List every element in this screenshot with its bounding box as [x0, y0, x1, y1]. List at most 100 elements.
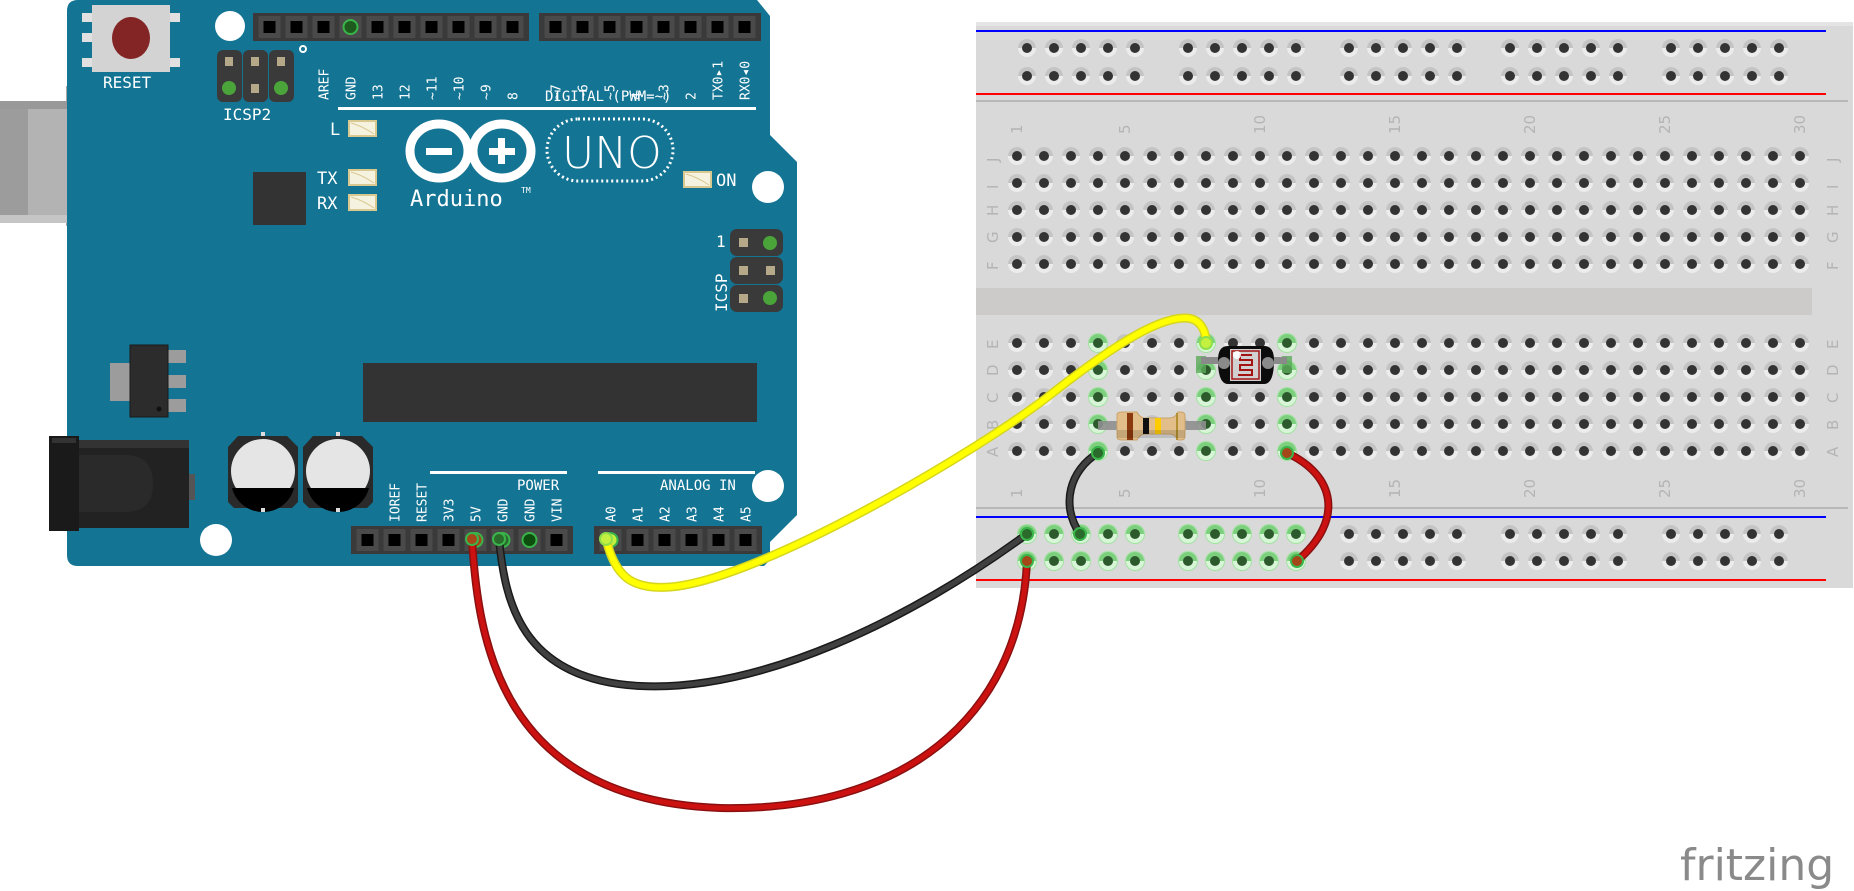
- breadboard-hole[interactable]: [1255, 446, 1265, 456]
- breadboard-hole[interactable]: [1471, 151, 1481, 161]
- breadboard-hole[interactable]: [1498, 232, 1508, 242]
- breadboard-hole[interactable]: [1237, 556, 1247, 566]
- breadboard-hole[interactable]: [1714, 338, 1724, 348]
- breadboard-hole[interactable]: [1559, 71, 1569, 81]
- breadboard-hole[interactable]: [1586, 43, 1596, 53]
- breadboard-hole[interactable]: [1444, 365, 1454, 375]
- breadboard-hole[interactable]: [1371, 556, 1381, 566]
- breadboard-hole[interactable]: [1417, 259, 1427, 269]
- breadboard-hole[interactable]: [1264, 43, 1274, 53]
- breadboard-hole[interactable]: [1120, 205, 1130, 215]
- breadboard-hole[interactable]: [1237, 43, 1247, 53]
- breadboard-hole[interactable]: [1525, 232, 1535, 242]
- breadboard-hole[interactable]: [1425, 529, 1435, 539]
- breadboard-hole[interactable]: [1390, 259, 1400, 269]
- breadboard-hole[interactable]: [1147, 205, 1157, 215]
- breadboard-hole[interactable]: [1066, 232, 1076, 242]
- breadboard-hole[interactable]: [1336, 259, 1346, 269]
- breadboard-hole[interactable]: [1363, 151, 1373, 161]
- breadboard-hole[interactable]: [1768, 178, 1778, 188]
- breadboard-hole[interactable]: [1660, 446, 1670, 456]
- breadboard-hole[interactable]: [1552, 446, 1562, 456]
- breadboard-hole[interactable]: [1174, 232, 1184, 242]
- breadboard-hole[interactable]: [1559, 43, 1569, 53]
- breadboard-hole[interactable]: [1174, 338, 1184, 348]
- breadboard-hole[interactable]: [1012, 392, 1022, 402]
- breadboard-hole[interactable]: [1012, 205, 1022, 215]
- breadboard-hole[interactable]: [1633, 446, 1643, 456]
- breadboard-hole[interactable]: [1795, 151, 1805, 161]
- breadboard-hole[interactable]: [1398, 43, 1408, 53]
- breadboard-hole[interactable]: [1633, 151, 1643, 161]
- breadboard-hole[interactable]: [1210, 71, 1220, 81]
- breadboard-hole[interactable]: [1363, 338, 1373, 348]
- breadboard-hole[interactable]: [1309, 392, 1319, 402]
- breadboard-hole[interactable]: [1049, 529, 1059, 539]
- breadboard-hole[interactable]: [1012, 178, 1022, 188]
- breadboard-hole[interactable]: [1525, 392, 1535, 402]
- breadboard-hole[interactable]: [1505, 556, 1515, 566]
- breadboard-hole[interactable]: [1660, 259, 1670, 269]
- breadboard-hole[interactable]: [1714, 259, 1724, 269]
- breadboard-hole[interactable]: [1309, 259, 1319, 269]
- breadboard-hole[interactable]: [1606, 338, 1616, 348]
- breadboard-hole[interactable]: [1559, 529, 1569, 539]
- breadboard-hole[interactable]: [1498, 338, 1508, 348]
- breadboard-hole[interactable]: [1720, 529, 1730, 539]
- breadboard-hole[interactable]: [1525, 419, 1535, 429]
- breadboard-hole[interactable]: [1498, 392, 1508, 402]
- breadboard-hole[interactable]: [1255, 205, 1265, 215]
- breadboard-hole[interactable]: [1606, 419, 1616, 429]
- breadboard-hole[interactable]: [1687, 419, 1697, 429]
- breadboard-hole[interactable]: [1390, 338, 1400, 348]
- breadboard-hole[interactable]: [1147, 232, 1157, 242]
- breadboard-hole[interactable]: [1344, 43, 1354, 53]
- breadboard-hole[interactable]: [1768, 259, 1778, 269]
- breadboard-hole[interactable]: [1444, 419, 1454, 429]
- breadboard-hole[interactable]: [1741, 392, 1751, 402]
- breadboard-hole[interactable]: [1613, 529, 1623, 539]
- breadboard-hole[interactable]: [1747, 556, 1757, 566]
- breadboard-hole[interactable]: [1264, 529, 1274, 539]
- breadboard-hole[interactable]: [1693, 556, 1703, 566]
- breadboard-hole[interactable]: [1012, 446, 1022, 456]
- breadboard-hole[interactable]: [1120, 151, 1130, 161]
- breadboard-hole[interactable]: [1039, 232, 1049, 242]
- breadboard-hole[interactable]: [1579, 205, 1589, 215]
- breadboard-hole[interactable]: [1390, 205, 1400, 215]
- breadboard-hole[interactable]: [1498, 178, 1508, 188]
- breadboard-hole[interactable]: [1687, 205, 1697, 215]
- breadboard-hole[interactable]: [1444, 232, 1454, 242]
- breadboard-hole[interactable]: [1687, 365, 1697, 375]
- breadboard-hole[interactable]: [1390, 392, 1400, 402]
- breadboard-hole[interactable]: [1714, 392, 1724, 402]
- breadboard-hole[interactable]: [1795, 232, 1805, 242]
- breadboard-hole[interactable]: [1741, 338, 1751, 348]
- breadboard-hole[interactable]: [1525, 446, 1535, 456]
- breadboard-hole[interactable]: [1255, 232, 1265, 242]
- breadboard-hole[interactable]: [1425, 43, 1435, 53]
- breadboard-hole[interactable]: [1147, 338, 1157, 348]
- resistor[interactable]: [1098, 411, 1206, 441]
- breadboard-hole[interactable]: [1741, 151, 1751, 161]
- breadboard-hole[interactable]: [1532, 556, 1542, 566]
- breadboard-hole[interactable]: [1768, 232, 1778, 242]
- breadboard-hole[interactable]: [1741, 446, 1751, 456]
- breadboard-hole[interactable]: [1049, 43, 1059, 53]
- reset-button[interactable]: [82, 5, 180, 72]
- breadboard-hole[interactable]: [1103, 556, 1113, 566]
- breadboard-hole[interactable]: [1525, 178, 1535, 188]
- breadboard-hole[interactable]: [1120, 259, 1130, 269]
- breadboard-hole[interactable]: [1795, 446, 1805, 456]
- breadboard-hole[interactable]: [1795, 365, 1805, 375]
- breadboard-hole[interactable]: [1066, 419, 1076, 429]
- breadboard-hole[interactable]: [1309, 205, 1319, 215]
- breadboard-hole[interactable]: [1309, 151, 1319, 161]
- breadboard-hole[interactable]: [1579, 151, 1589, 161]
- breadboard-hole[interactable]: [1255, 151, 1265, 161]
- breadboard-hole[interactable]: [1210, 556, 1220, 566]
- breadboard-hole[interactable]: [1363, 419, 1373, 429]
- breadboard-hole[interactable]: [1505, 71, 1515, 81]
- breadboard-hole[interactable]: [1130, 43, 1140, 53]
- breadboard-hole[interactable]: [1768, 419, 1778, 429]
